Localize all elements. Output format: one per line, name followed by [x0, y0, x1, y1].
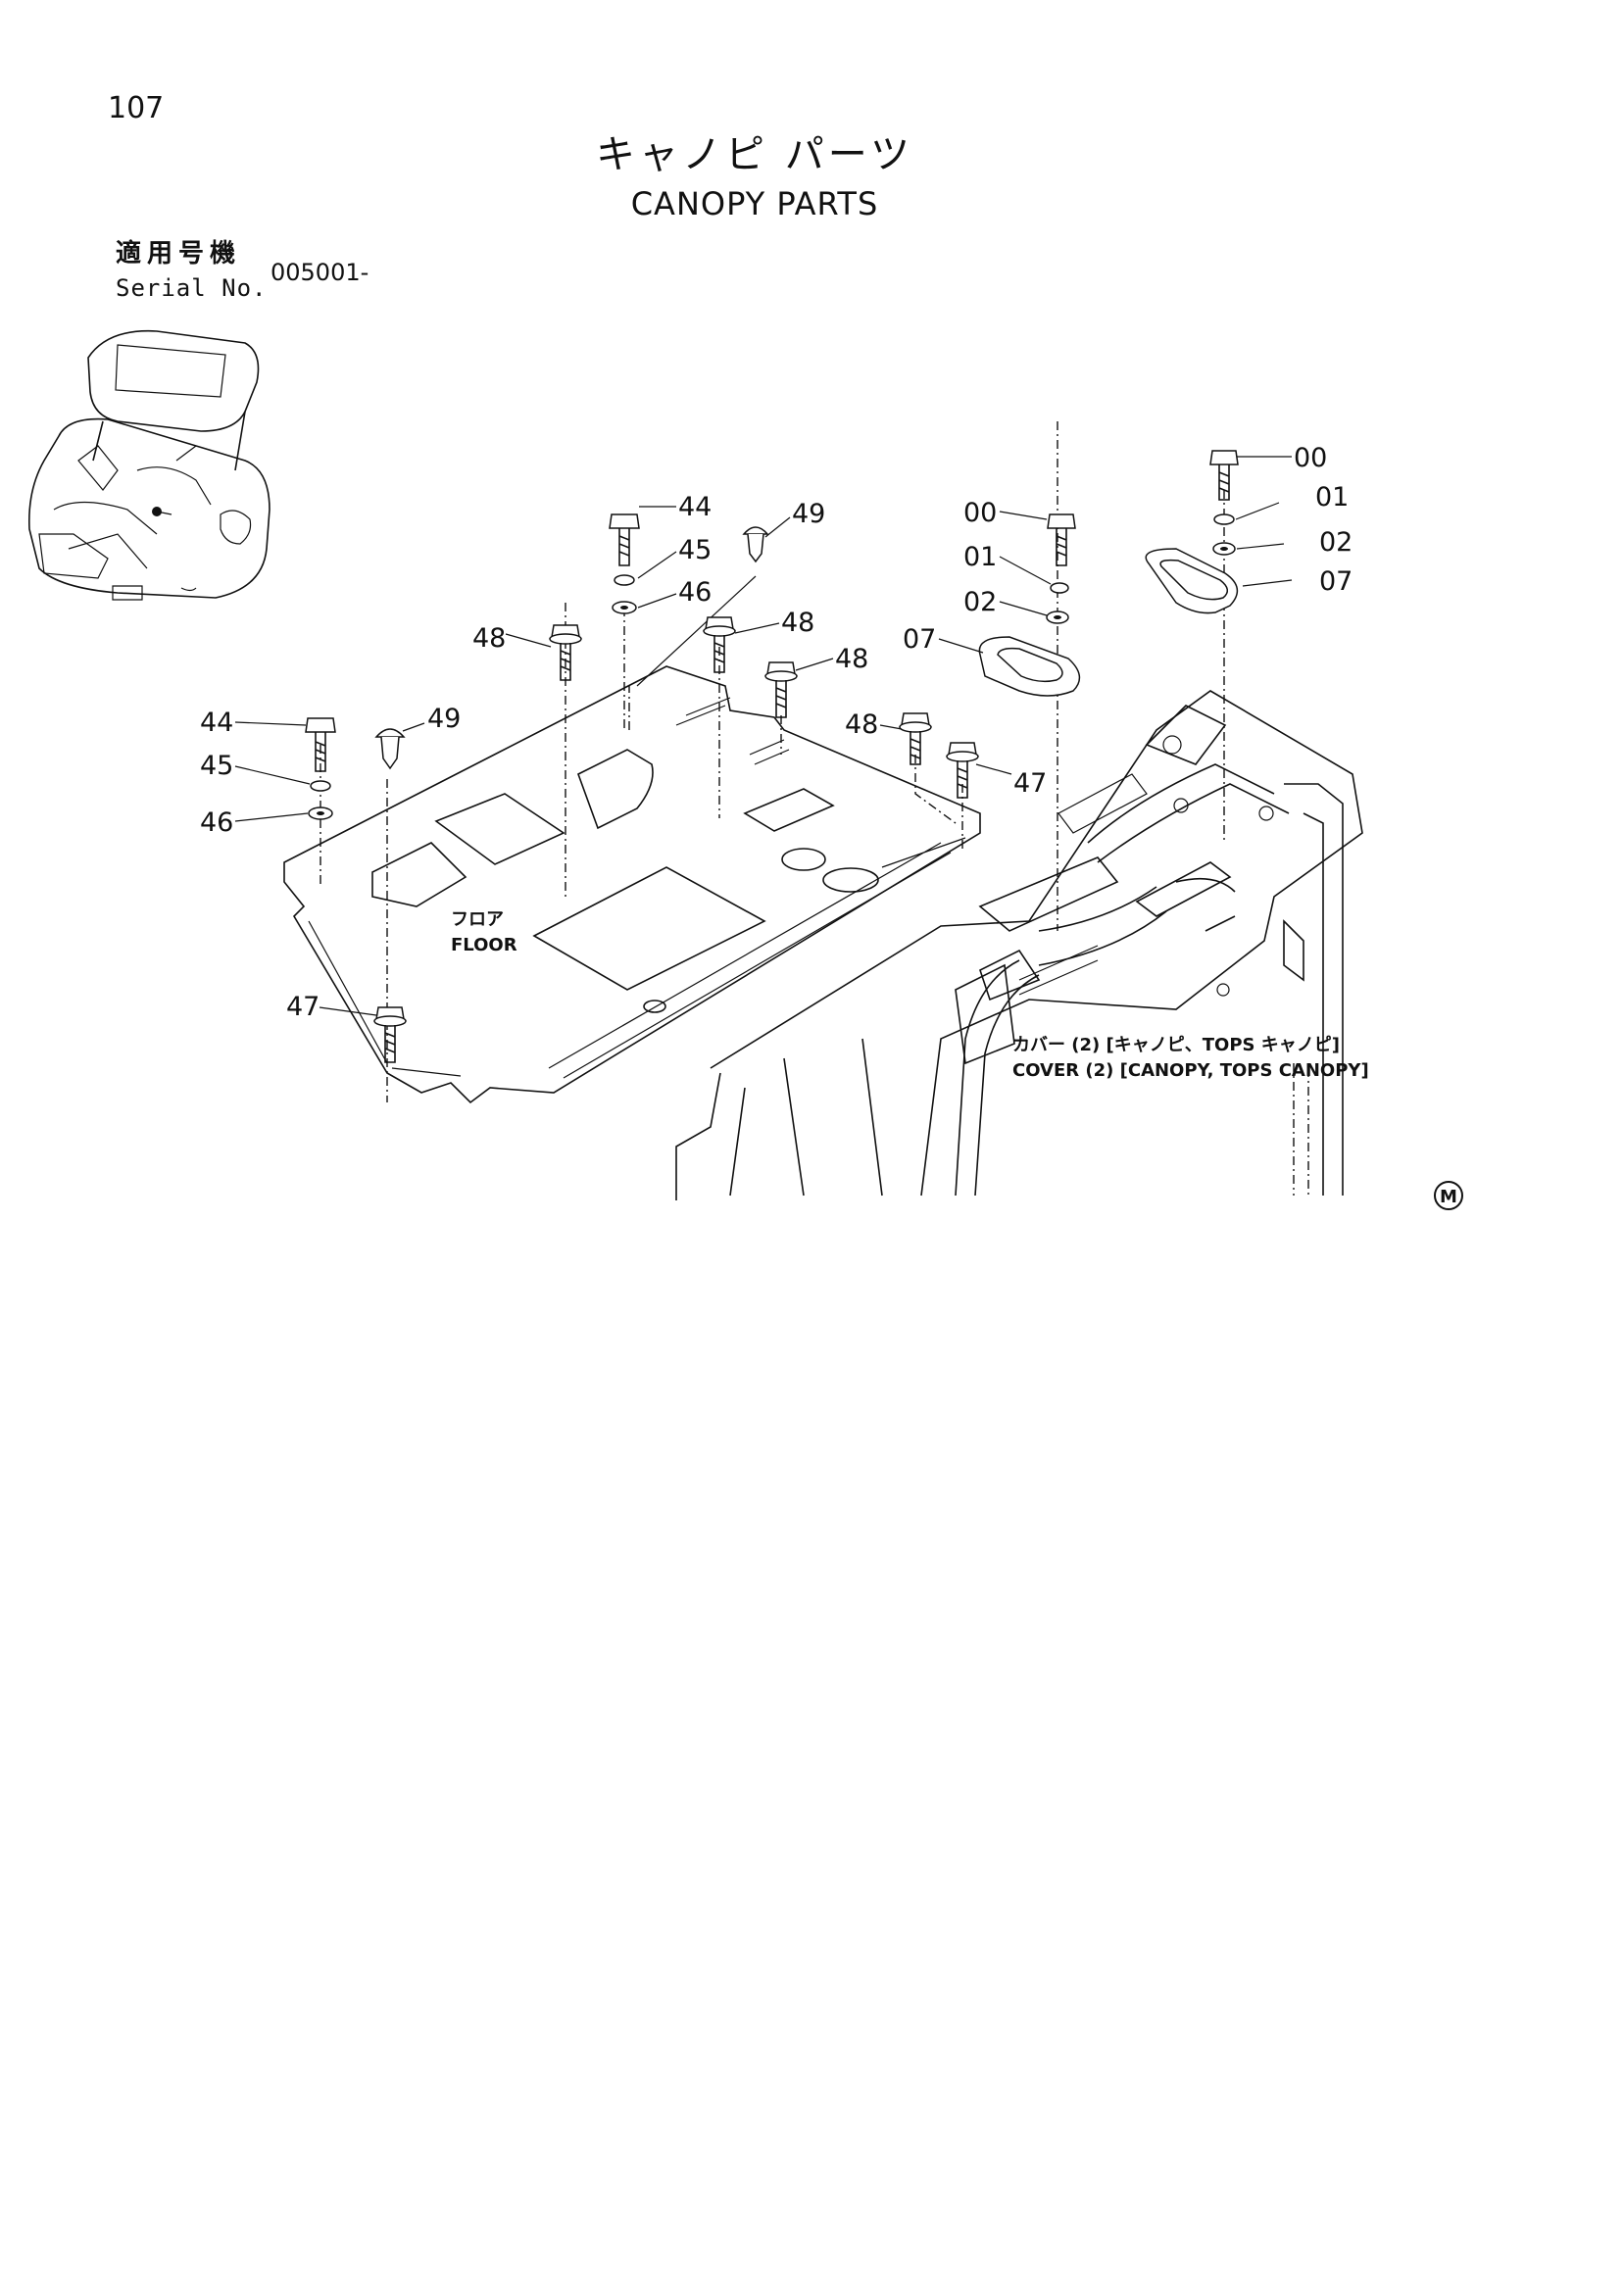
- callout-labels: 00 01 02 07 00 01 02 07 44 45 46 49 48 4…: [200, 443, 1352, 1022]
- washer-icon: [1046, 582, 1069, 624]
- flange-bolt-icon: [373, 1006, 407, 1063]
- flange-bolt-icon: [946, 742, 979, 799]
- callout-47-right: 47: [1013, 768, 1047, 799]
- callout-45-top: 45: [678, 535, 712, 565]
- callout-02-mid: 02: [963, 587, 997, 617]
- serial-label-jp: 適用号機: [116, 239, 242, 269]
- model-mark-letter: M: [1440, 1187, 1457, 1207]
- model-mark: M: [1434, 1181, 1463, 1210]
- parts-diagram: 00 01 02 07 00 01 02 07 44 45 46 49 48 4…: [27, 329, 1463, 1210]
- floor-label-en: FLOOR: [451, 935, 517, 955]
- callout-49-top: 49: [792, 499, 825, 529]
- flange-bolt-icon: [899, 712, 932, 765]
- callout-48-b: 48: [781, 608, 814, 638]
- bolt-icon: [1209, 450, 1239, 501]
- clip-icon: [742, 526, 769, 563]
- callout-00-top: 00: [1294, 443, 1327, 473]
- page-title-jp: キャノピ パーツ: [596, 132, 913, 177]
- bolt-icon: [305, 717, 336, 772]
- callout-44-top: 44: [678, 492, 712, 522]
- floor-label-jp: フロア: [451, 909, 504, 930]
- page-title-en: CANOPY PARTS: [630, 185, 879, 222]
- cover-label-jp: カバー (2) [キャノピ、TOPS キャノピ]: [1012, 1035, 1340, 1055]
- callout-07-mid: 07: [903, 624, 936, 655]
- callout-44-left: 44: [200, 708, 233, 738]
- callout-46-top: 46: [678, 577, 712, 608]
- page-number: 107: [108, 91, 165, 125]
- flange-bolt-icon: [764, 661, 798, 718]
- bolt-icon: [1047, 513, 1076, 566]
- washer-icon: [612, 574, 637, 614]
- floor-plate: [283, 665, 981, 1104]
- flange-bolt-icon: [703, 616, 736, 673]
- flange-bolt-icon: [549, 624, 582, 681]
- grommet-icon: [978, 636, 1081, 697]
- serial-value: 005001-: [270, 259, 369, 286]
- callout-leaders: [234, 456, 1293, 1016]
- callout-45-left: 45: [200, 751, 233, 781]
- callout-07-top: 07: [1319, 566, 1352, 597]
- cover-label-en: COVER (2) [CANOPY, TOPS CANOPY]: [1012, 1060, 1369, 1081]
- washer-icon: [308, 780, 333, 820]
- grommet-icon: [1145, 548, 1239, 614]
- callout-49-left: 49: [427, 704, 461, 734]
- callout-01-mid: 01: [963, 542, 997, 572]
- callout-48-c: 48: [835, 644, 868, 674]
- clip-icon: [374, 728, 406, 770]
- bolt-icon: [609, 513, 640, 566]
- callout-01-top: 01: [1315, 482, 1349, 513]
- callout-46-left: 46: [200, 807, 233, 838]
- excavator-overview-icon: [27, 329, 270, 601]
- canopy-frame: [675, 690, 1363, 1200]
- serial-label-en: Serial No.: [116, 274, 268, 302]
- washer-icon: [1212, 513, 1236, 556]
- callout-02-top: 02: [1319, 527, 1352, 558]
- callout-00-mid: 00: [963, 498, 997, 528]
- callout-48-d: 48: [845, 709, 878, 740]
- callout-47-left: 47: [286, 992, 320, 1022]
- callout-48-a: 48: [472, 623, 506, 654]
